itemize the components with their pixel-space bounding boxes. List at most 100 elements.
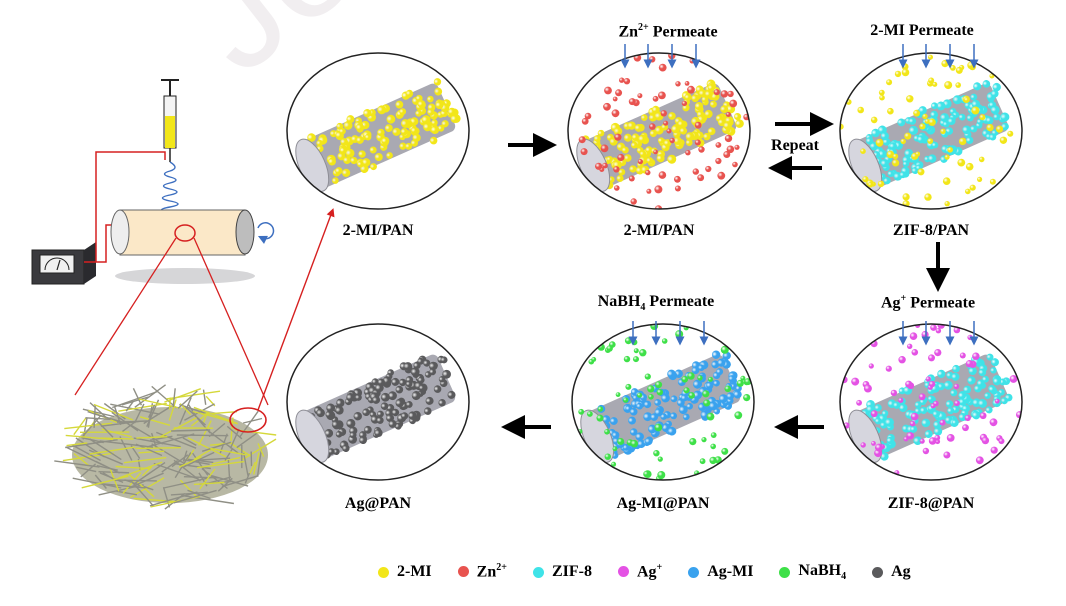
free-particle [649,56,656,63]
free-particle [710,443,716,450]
stage-label-2: 2-MI/PAN [623,222,695,239]
coating-particle [346,393,355,402]
coating-particle [395,398,404,408]
legend-text: Ag-MI [707,563,754,580]
legend-text: Ag+ [636,562,663,581]
free-particle [637,392,643,398]
coating-particle [382,376,392,386]
free-particle [999,136,1008,144]
power-supply-side [84,242,96,284]
coating-particle [667,154,677,164]
coating-particle [904,148,914,158]
mat-fiber [89,446,136,455]
free-particle [729,99,738,108]
meter-needle [56,259,61,271]
legend-item: NaBH4 [779,562,846,582]
coating-particle [339,146,347,154]
free-particle [645,169,651,176]
free-particle [591,357,597,362]
coating-particle [415,110,422,117]
mat-fiber [183,476,219,479]
free-particle [867,182,874,188]
zoom-line-right [193,237,269,406]
free-particle [630,198,637,205]
coating-particle [363,425,372,434]
coating-particle [1001,122,1009,131]
stage-label-3: ZIF-8/PAN [892,222,970,239]
coating-particle [433,385,442,393]
free-particle [939,419,946,426]
free-particle [698,146,705,153]
coating-particle [902,160,910,168]
coating-particle [377,105,387,115]
free-particle [701,437,707,443]
mat-fiber [73,452,90,467]
coating-particle [631,133,640,141]
free-particle [981,436,990,445]
mat-fiber [129,472,164,489]
free-particle [732,161,738,168]
free-particle [637,93,643,99]
free-particle [925,376,931,382]
free-particle [955,66,963,74]
coating-particle [920,406,928,414]
mat-fiber [163,476,214,489]
free-particle [922,113,928,120]
free-particle [717,171,726,180]
mat-fiber [82,408,115,418]
mat-fiber [116,479,157,482]
coating-particle [636,402,644,410]
free-particle [919,438,925,444]
legend-swatch [688,566,700,578]
coating-particle [950,389,958,397]
coating-particle [874,417,882,425]
mat-fiber [249,461,257,474]
coating-particle [984,392,991,399]
free-particle [943,451,951,459]
mat-fiber [99,440,154,448]
coating-particle [613,127,623,136]
mat-fiber [176,434,229,437]
coating-particle [966,114,974,122]
coating-particle [976,379,985,388]
free-particle [604,453,611,460]
coating-particle [606,155,613,163]
mat-fiber [93,417,114,438]
coating-particle [989,133,997,141]
coating-particle [713,379,720,387]
coating-particle [621,146,629,154]
stage-4 [839,323,1023,481]
coating-particle [593,135,601,142]
coating-particle [417,376,425,384]
free-particle [928,118,936,126]
coating-particle [324,428,334,438]
free-particle [928,437,937,445]
coating-particle [683,413,690,421]
legend-item: 2-MI [378,563,432,581]
free-particle [868,363,874,369]
free-particle [615,89,623,97]
stage-ellipse-border [286,52,470,210]
coating-particle [403,362,413,371]
coating-particle [667,369,676,379]
mat-fiber [187,489,211,500]
mat-fiber [85,417,111,420]
coating-particle [400,127,408,136]
coating-particle [391,377,400,386]
mat-fiber [89,438,122,461]
free-particle [625,383,632,390]
free-particle [957,158,966,167]
mat-fiber [253,452,260,475]
mat-fiber [125,401,134,412]
free-particle [604,429,610,435]
free-particle [964,414,971,422]
coating-particle [673,136,682,145]
legend-text: ZIF-8 [551,563,592,580]
coating-particle [417,357,425,365]
legend-swatch [779,566,791,578]
legend-item: ZIF-8 [532,563,592,581]
electrospinning-setup [31,79,335,510]
coating-particle [342,444,350,453]
coating-particle [395,385,404,394]
